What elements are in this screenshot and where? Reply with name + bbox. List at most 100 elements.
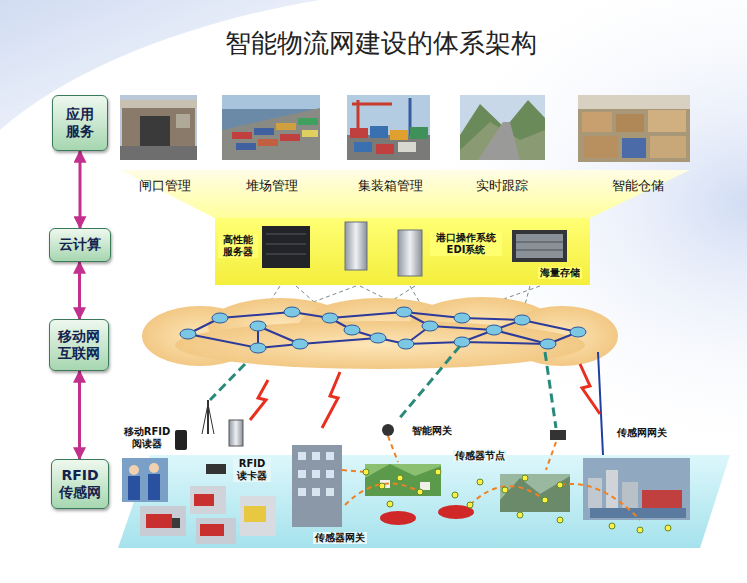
art-rect [326,452,334,460]
art-line [430,326,494,330]
device-label: 港口操作系统 EDI系统 [430,232,502,256]
art-rect [648,110,686,132]
art-rect [254,128,274,135]
art-rect [516,234,563,258]
art-line [545,352,556,428]
art-rect [326,470,334,478]
art-rect [390,130,408,140]
art-rect [312,470,320,478]
art-line [546,442,556,470]
art-rect [222,95,320,109]
art-rect [200,524,224,536]
network-links [188,312,578,348]
art-rect [172,518,180,528]
reader-box [206,464,226,474]
art-rect [578,95,690,109]
art-rect [280,134,300,141]
layer-name: RFID 传感网 [56,467,104,502]
art-rect [298,452,306,460]
art-circle [467,502,473,508]
art-rect [140,506,186,536]
art-ellipse [540,339,556,349]
art-circle [129,465,139,475]
art-rect [244,506,266,522]
art-rect [302,130,318,137]
art-ellipse [212,313,228,323]
art-rect [584,136,618,158]
art-line [342,470,366,472]
smart-gateway [382,424,394,436]
art-circle [452,492,458,498]
service-caption: 实时跟踪 [474,178,530,194]
sensor-links [342,436,640,520]
field-photos [122,445,690,544]
art-rect [148,474,160,500]
art-rect [240,496,276,536]
device-label: 移动RFID 阅读器 [119,426,175,450]
art-ellipse [175,321,585,369]
art-circle [665,525,671,531]
art-rect [622,138,646,158]
art-line [266,234,306,235]
art-rect [236,143,256,150]
art-circle [387,501,393,507]
art-ellipse [396,307,412,317]
layer-box: RFID 传感网 [51,459,109,509]
art-rect [410,127,428,139]
art-line [220,312,292,318]
art-path [560,484,640,520]
sensor-ground [118,455,730,548]
layer-box: 移动网 互联网 [49,319,109,371]
art-line [462,318,522,320]
art-polyline [580,364,600,414]
art-polygon [460,122,545,160]
art-polygon [478,122,520,160]
art-rect [128,476,140,500]
art-line [300,338,378,344]
art-ellipse [180,329,196,339]
art-line [352,103,392,106]
art-ellipse [344,325,360,335]
art-circle [417,489,423,495]
art-rect [578,95,690,162]
service-caption: 智能仓储 [610,178,666,194]
sensor-gateway [550,430,566,440]
rfid-reader [229,420,243,446]
art-rect [398,142,416,152]
art-circle [557,517,563,523]
art-line [266,254,306,255]
art-rect [512,230,567,262]
art-rect [120,95,197,160]
layer-box: 应用 服务 [52,95,108,151]
art-rect [326,488,334,496]
service-caption: 闸口管理 [137,178,193,194]
art-rect [347,95,430,160]
gate-photo [120,95,197,160]
art-rect [146,514,172,528]
double-arrow [78,371,81,459]
art-ellipse [398,339,414,349]
art-circle [557,482,563,488]
art-rect [196,518,236,544]
art-line [208,404,214,434]
art-rect [420,482,430,490]
double-arrow [79,151,82,228]
art-line [494,330,548,344]
art-line [388,436,398,462]
server-band [215,218,590,285]
art-circle [542,497,548,503]
art-rect [345,222,367,270]
layer-name: 应用 服务 [57,106,103,141]
art-rect [120,100,197,108]
art-rect [500,474,570,512]
art-ellipse [322,313,338,323]
art-line [210,364,245,400]
art-line [330,312,404,318]
art-line [462,342,548,344]
